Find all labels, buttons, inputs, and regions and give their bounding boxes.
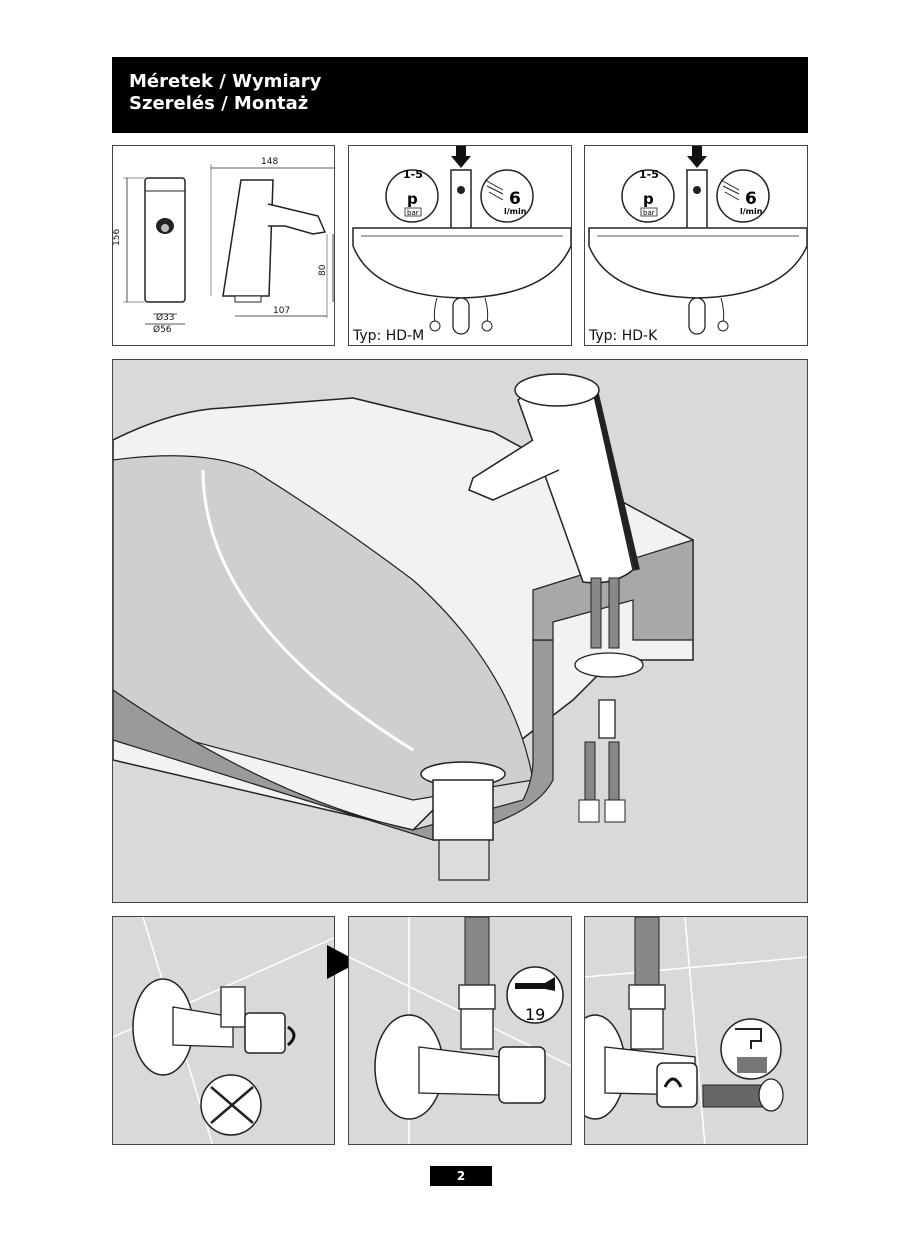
rotate-arrow-icon [286, 1025, 296, 1047]
rotate-arrow-icon [663, 1077, 683, 1088]
press-arrow-icon [451, 156, 471, 168]
flow-rate-icon [480, 169, 534, 223]
type-hd-k-panel: 1-5 p bar 6 l/min Typ: HD-K [584, 145, 808, 346]
step-valve-panel [112, 916, 335, 1145]
basin-drawing-hd-m [352, 146, 571, 335]
pressure-gauge-icon [385, 169, 439, 223]
valve-drawing-3 [585, 917, 807, 1144]
header-title-line2: Szerelés / Montaż [129, 93, 309, 114]
page-number: 2 [430, 1166, 492, 1186]
installation-drawing [113, 373, 694, 881]
dimensions-panel: 148 156 80 107 Ø33 Ø56 [112, 145, 335, 346]
basin-drawing-hd-k [588, 146, 807, 335]
pressure-gauge-icon [621, 169, 675, 223]
header-title-line1: Méretek / Wymiary [129, 71, 322, 92]
valve-drawing-2 [349, 917, 571, 1144]
dimensions-drawing [123, 164, 334, 325]
type-hd-m-panel: 1-5 p bar 6 l/min Typ: HD-M [348, 145, 572, 346]
wrench-icon [506, 966, 564, 1024]
type-label-hd-k: Typ: HD-K [587, 328, 660, 344]
step-rinse-panel [584, 916, 808, 1145]
installation-panel [112, 359, 808, 903]
type-label-hd-m: Typ: HD-M [351, 328, 427, 344]
flow-rate-icon [716, 169, 770, 223]
page-header: Méretek / Wymiary Szerelés / Montaż [112, 57, 808, 133]
step-wrench-panel: 19 [348, 916, 572, 1145]
press-arrow-icon [687, 156, 707, 168]
valve-drawing-1 [113, 917, 334, 1144]
